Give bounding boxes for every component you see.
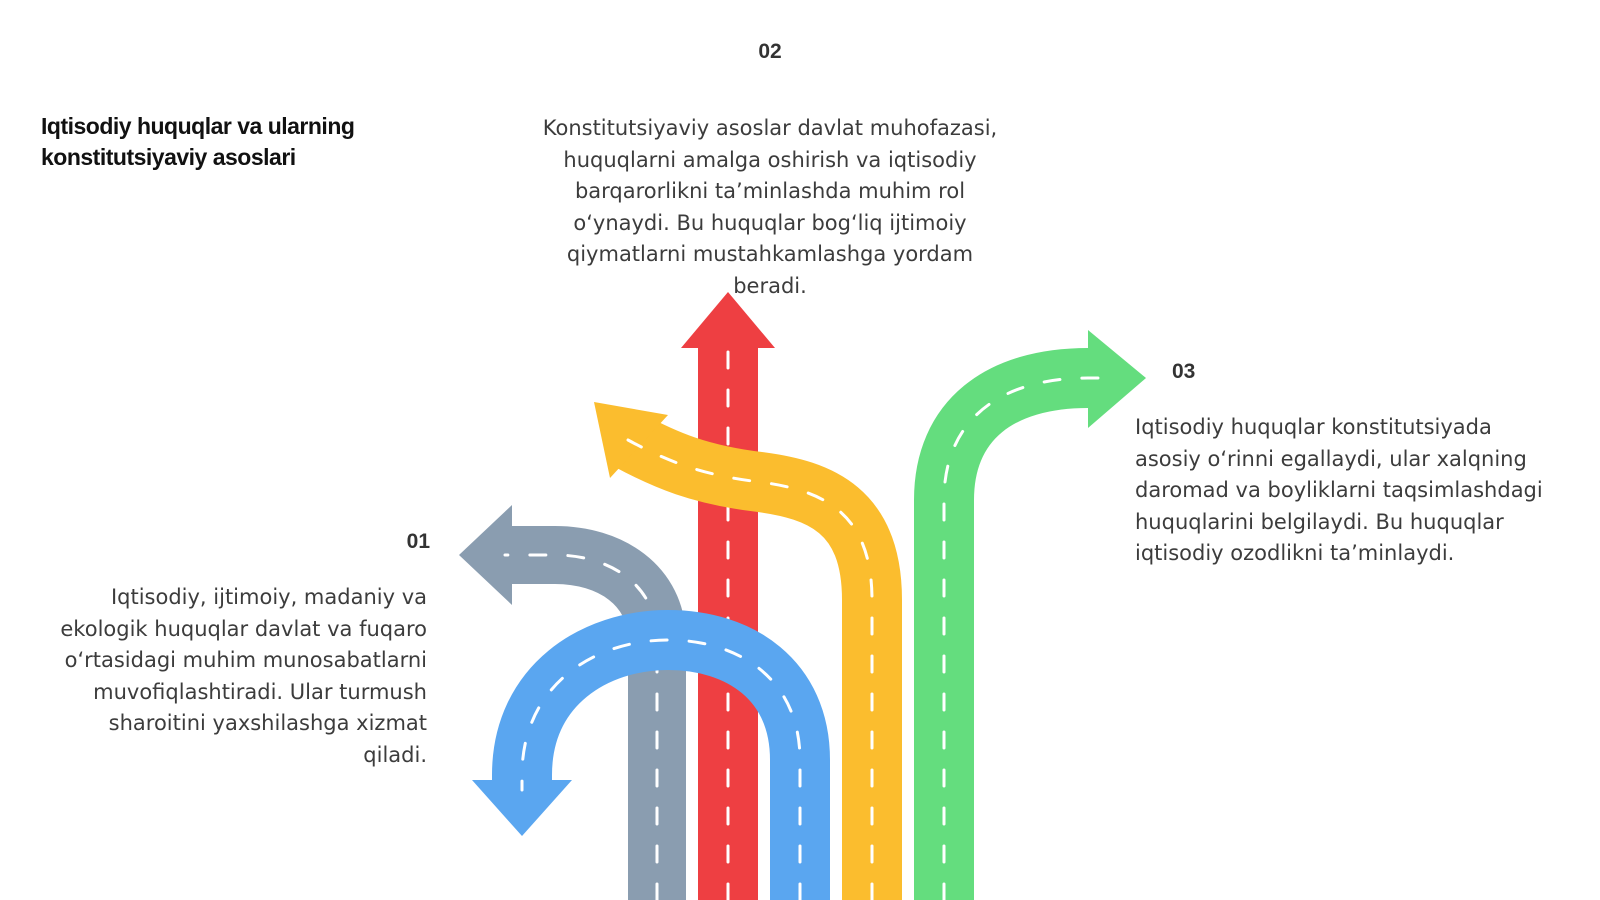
- blue-arrow-down-icon: [472, 609, 830, 900]
- page-title: Iqtisodiy huquqlar va ularning konstitut…: [41, 113, 355, 170]
- step-number-02: 02: [758, 40, 782, 63]
- red-arrow-up-icon: [681, 292, 775, 900]
- green-arrow-right-icon: [914, 330, 1146, 900]
- step-number-03: 03: [1172, 360, 1196, 383]
- step-text-01: Iqtisodiy, ijtimoiy, madaniy va ekologik…: [60, 585, 427, 767]
- step-text-02: Konstitutsiyaviy asoslar davlat muhofaza…: [542, 116, 998, 298]
- yellow-arrow-left-icon: [594, 402, 902, 900]
- step-text-03: Iqtisodiy huquqlar konstitutsiyada asosi…: [1135, 415, 1543, 565]
- step-number-01: 01: [406, 530, 430, 553]
